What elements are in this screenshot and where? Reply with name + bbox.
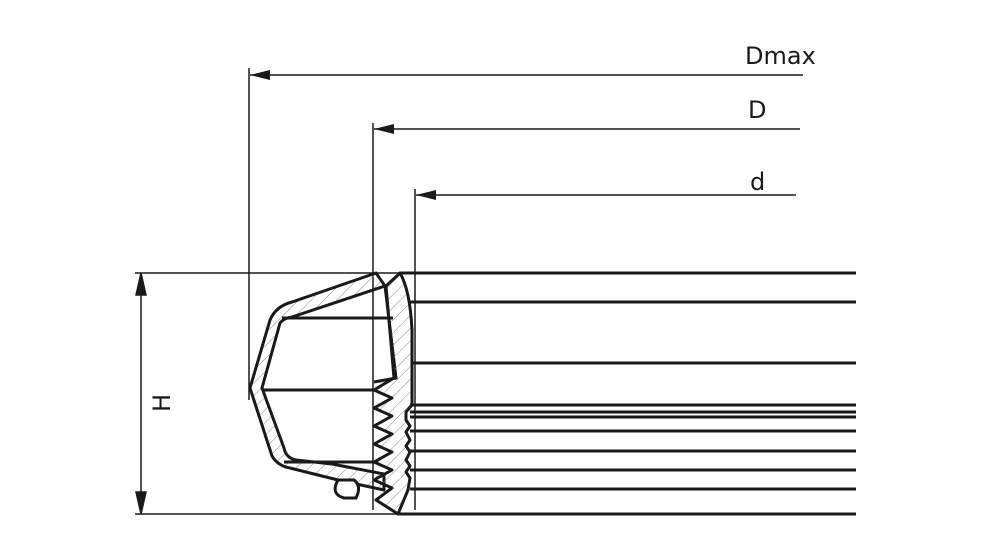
label-h: H	[148, 393, 176, 412]
label-dmax: Dmax	[745, 42, 816, 70]
label-d-outer: D	[748, 96, 767, 124]
dimension-h	[135, 272, 400, 515]
threaded-insert	[372, 271, 414, 516]
body-lines	[398, 271, 856, 516]
dimension-dmax	[248, 68, 803, 400]
cap-bead	[333, 478, 361, 500]
dimension-d-inner	[414, 189, 796, 510]
label-d-inner: d	[750, 168, 766, 196]
cap-shell	[248, 271, 387, 492]
